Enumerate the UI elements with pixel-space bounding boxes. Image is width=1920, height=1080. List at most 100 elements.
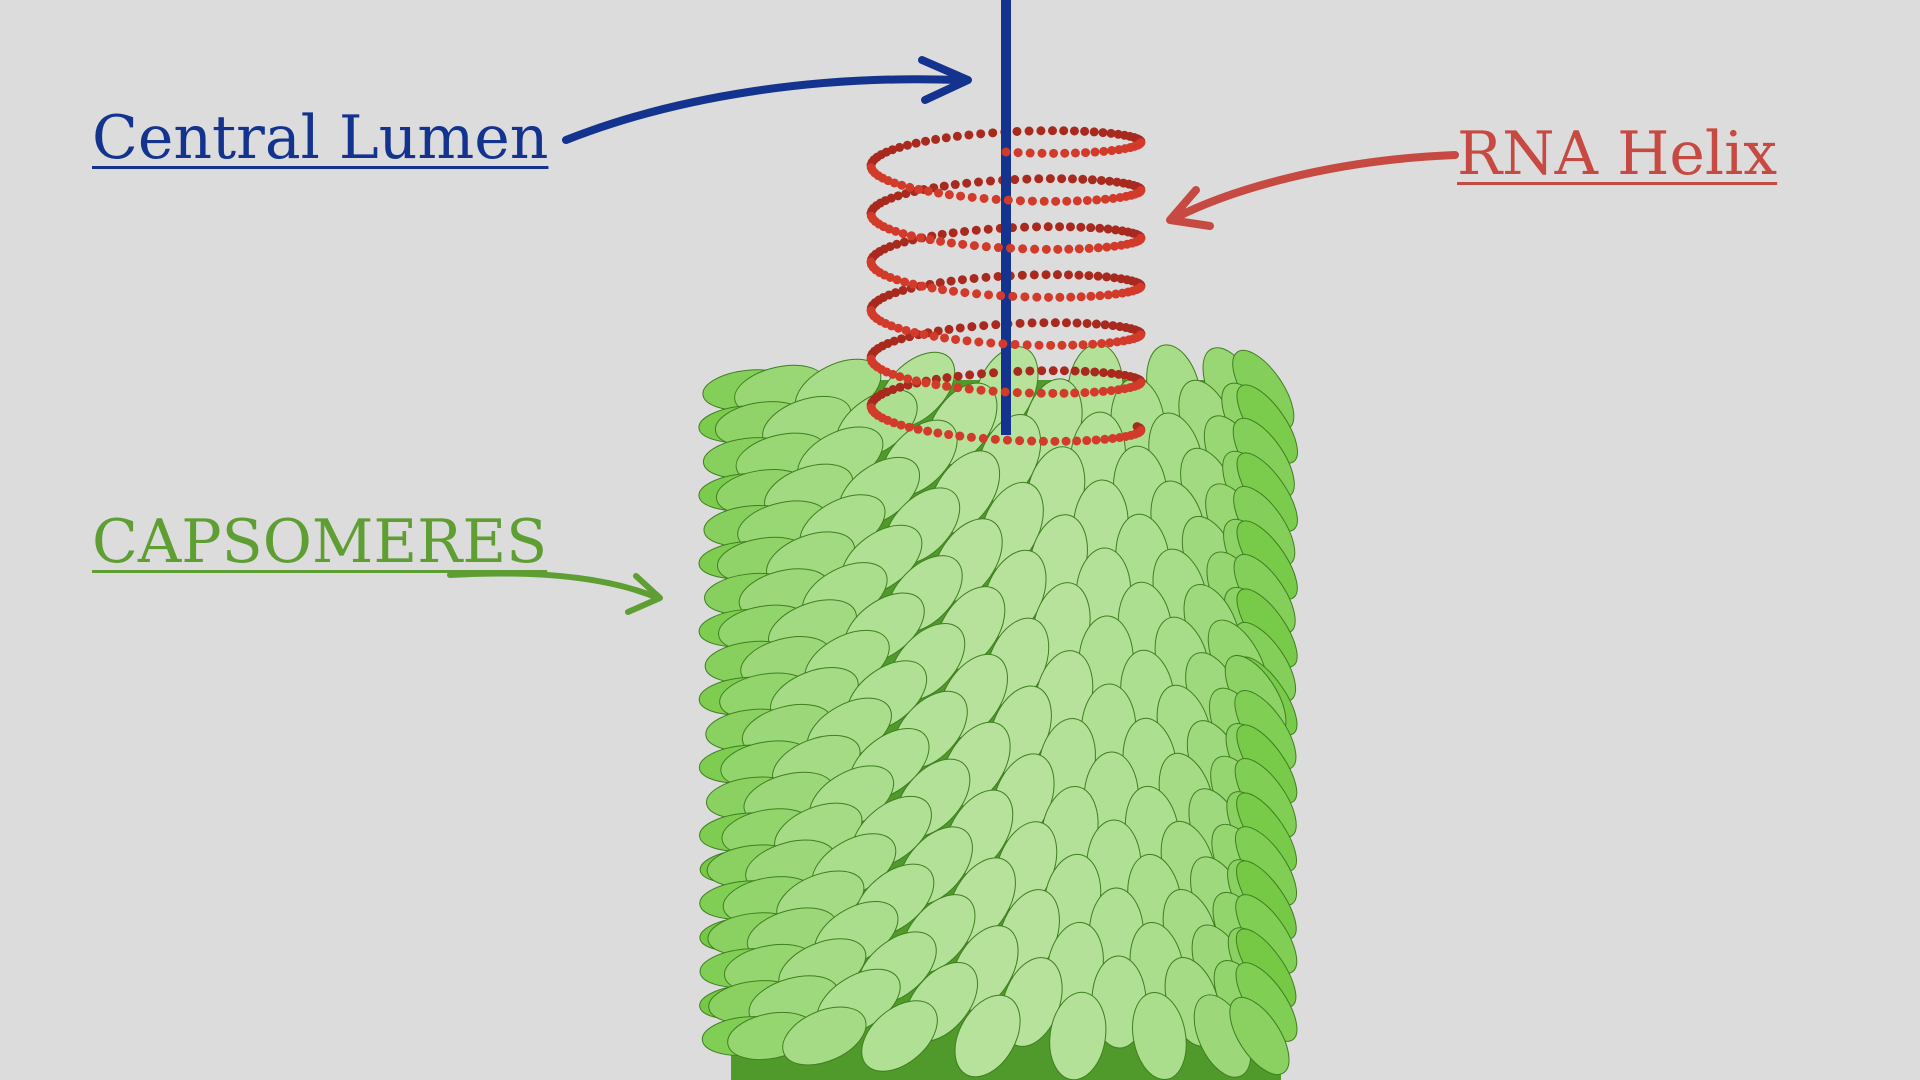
rna-bead — [1061, 318, 1071, 328]
rna-bead — [1068, 340, 1078, 350]
rna-bead — [1046, 340, 1056, 350]
rna-bead — [892, 275, 902, 285]
rna-bead — [944, 324, 954, 334]
rna-bead — [960, 226, 970, 236]
rna-bead — [1090, 147, 1100, 157]
rna-bead — [935, 278, 945, 288]
rna-bead — [1025, 148, 1035, 158]
lumen-arrow — [562, 75, 964, 144]
rna-bead — [1089, 127, 1099, 137]
rna-bead — [1036, 126, 1046, 136]
rna-bead — [1074, 270, 1084, 280]
rna-bead — [1015, 318, 1025, 328]
rna-bead — [899, 237, 909, 247]
rna-bead — [956, 191, 966, 201]
rna-helix-front — [866, 138, 1146, 446]
rna-bead — [1010, 339, 1020, 349]
rna-bead — [981, 272, 991, 282]
rna-bead — [983, 224, 993, 234]
rna-bead — [1013, 148, 1023, 158]
rna-bead — [998, 339, 1008, 349]
rna-bead — [946, 238, 956, 248]
rna-bead — [986, 338, 996, 348]
rna-bead — [903, 374, 913, 384]
rna-bead — [1102, 272, 1112, 282]
rna-bead — [1106, 128, 1116, 138]
rna-bead — [1022, 340, 1032, 350]
rna-bead — [1050, 318, 1060, 328]
rna-bead — [1078, 340, 1088, 350]
rna-bead — [923, 186, 933, 196]
capsomere — [1132, 991, 1187, 1080]
rna-bead — [938, 285, 948, 295]
rna-bead — [1069, 126, 1079, 136]
rna-bead — [1086, 291, 1096, 301]
capsomere — [782, 1006, 867, 1066]
rna-bead — [1053, 244, 1063, 254]
rna-bead — [1136, 282, 1146, 292]
rna-bead — [1091, 435, 1101, 445]
rna-bead — [886, 321, 896, 331]
rna-bead — [895, 142, 905, 152]
rna-bead — [895, 372, 905, 382]
rna-bead — [915, 233, 925, 243]
rna-bead — [1059, 126, 1069, 136]
rna-bead — [895, 382, 905, 392]
rna-bead — [1080, 366, 1090, 376]
rna-bead — [1059, 366, 1069, 376]
rna-bead — [1020, 292, 1030, 302]
rna-bead — [955, 323, 965, 333]
rna-bead — [934, 188, 944, 198]
rna-bead — [939, 181, 949, 191]
rna-bead — [1105, 338, 1115, 348]
rna-bead — [1098, 386, 1108, 396]
rna-bead — [1001, 147, 1011, 157]
rna-bead — [893, 323, 903, 333]
rna-bead — [917, 281, 927, 291]
rna-bead — [1074, 244, 1084, 254]
rna-bead — [1098, 128, 1108, 138]
rna-bead — [1041, 270, 1051, 280]
rna-bead — [1029, 270, 1039, 280]
rna-bead — [908, 279, 918, 289]
rna-bead — [1027, 196, 1037, 206]
rna-bead — [1047, 126, 1057, 136]
rna-bead — [957, 275, 967, 285]
rna-bead — [1015, 196, 1025, 206]
rna-bead — [1114, 369, 1124, 379]
rna-bead — [1102, 242, 1112, 252]
rna-bead — [1050, 436, 1060, 446]
rna-bead — [967, 322, 977, 332]
rna-bead — [1113, 129, 1123, 139]
rna-bead — [896, 334, 906, 344]
rna-bead — [964, 384, 974, 394]
rna-bead — [921, 378, 931, 388]
rna-bead — [1082, 318, 1092, 328]
rna-bead — [1136, 138, 1146, 148]
rna-bead — [929, 331, 939, 341]
rna-bead — [931, 380, 941, 390]
rna-bead — [942, 381, 952, 391]
rna-bead — [979, 193, 989, 203]
rna-bead — [1108, 193, 1118, 203]
rna-bead — [984, 290, 994, 300]
rna-bead — [1086, 223, 1096, 233]
rna-bead — [1097, 339, 1107, 349]
rna-bead — [1010, 175, 1020, 185]
rna-bead — [893, 191, 903, 201]
rna-bead — [1076, 292, 1086, 302]
rna-bead — [940, 333, 950, 343]
rna-bead — [1003, 195, 1013, 205]
rna-bead — [1082, 436, 1092, 446]
rna-bead — [1136, 378, 1146, 388]
rna-bead — [1065, 222, 1075, 232]
rna-bead — [1072, 196, 1082, 206]
rna-bead — [1078, 174, 1088, 184]
rna-bead — [1117, 226, 1127, 236]
rna-bead — [927, 283, 937, 293]
rna-bead — [972, 289, 982, 299]
rna-bead — [1015, 436, 1025, 446]
rna-bead — [1059, 388, 1069, 398]
rna-bead — [911, 138, 921, 148]
rna-bead — [898, 285, 908, 295]
